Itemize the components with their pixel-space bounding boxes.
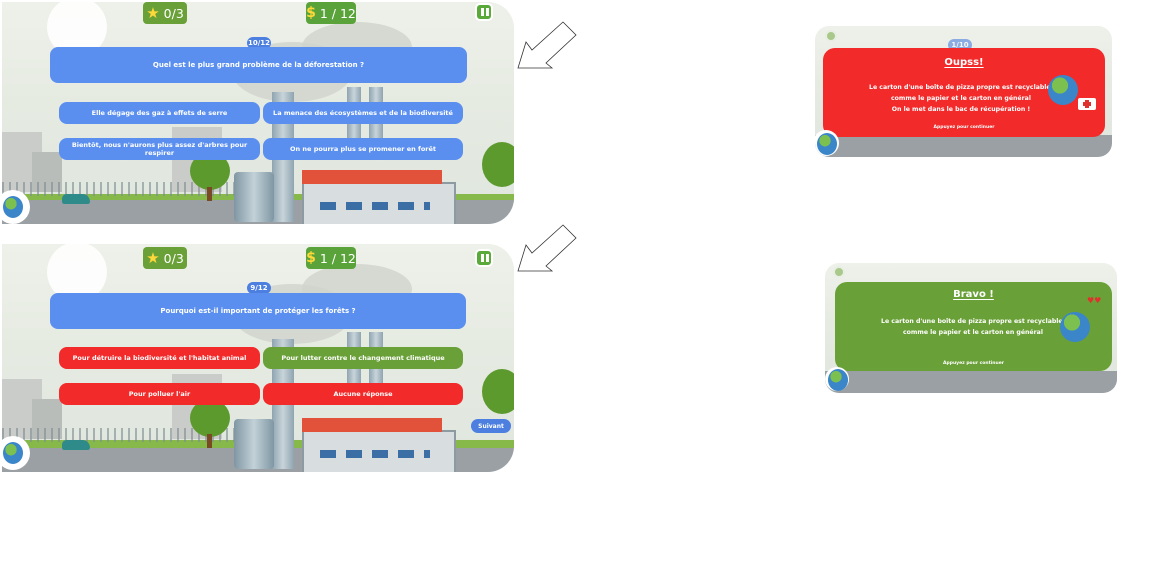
- modal-line-1: Le carton d'une boîte de pizza propre es…: [869, 84, 1053, 91]
- arrow-icon: [517, 21, 577, 69]
- car-decoration: [62, 440, 90, 450]
- factory-tank: [234, 419, 274, 469]
- stars-counter: ★ 0/3: [143, 247, 187, 269]
- answer-button-4[interactable]: On ne pourra plus se promener en forêt: [263, 138, 463, 160]
- pause-button[interactable]: [475, 249, 493, 267]
- settings-icon[interactable]: [825, 30, 837, 42]
- modal-line-3: On le met dans le bac de récupération !: [891, 106, 1031, 113]
- continue-hint: Appuyez pour continuer: [943, 361, 1004, 366]
- answer-button-4[interactable]: Aucune réponse: [263, 383, 463, 405]
- modal-title: Bravo !: [953, 289, 994, 300]
- oops-modal[interactable]: Oupss! Le carton d'une boîte de pizza pr…: [823, 48, 1105, 137]
- earth-mascot-icon[interactable]: [2, 190, 30, 224]
- star-icon: ★: [146, 4, 160, 22]
- factory-roof: [302, 418, 442, 432]
- stars-value: 0/3: [163, 250, 184, 266]
- answer-button-3[interactable]: Bientôt, nous n'aurons plus assez d'arbr…: [59, 138, 260, 160]
- factory-windows: [320, 450, 430, 458]
- tree-trunk: [207, 187, 212, 201]
- question-box: Quel est le plus grand problème de la dé…: [50, 47, 467, 83]
- fence-decoration: [2, 428, 242, 442]
- earth-mascot-icon: [1048, 75, 1078, 105]
- money-value: 1 / 12: [319, 250, 356, 266]
- tree-trunk: [207, 434, 212, 448]
- modal-title: Oupss!: [944, 57, 984, 68]
- sun-decoration: [47, 244, 107, 302]
- answer-button-3[interactable]: Pour polluer l'air: [59, 383, 260, 405]
- next-button[interactable]: Suivant: [471, 419, 511, 433]
- fence-decoration: [2, 182, 242, 196]
- modal-line-1: Le carton d'une boîte de pizza propre es…: [881, 318, 1065, 325]
- star-icon: ★: [146, 249, 160, 267]
- road: [825, 371, 1117, 393]
- tree-decoration: [190, 399, 230, 437]
- earth-mascot-icon: [1060, 312, 1090, 342]
- money-counter: $ 1 / 12: [306, 247, 356, 269]
- tree-decoration: [482, 142, 514, 187]
- oops-feedback-screen[interactable]: 1/10 Oupss! Le carton d'une boîte de piz…: [815, 26, 1112, 157]
- answer-button-1[interactable]: Elle dégage des gaz à effets de serre: [59, 102, 260, 124]
- money-value: 1 / 12: [319, 5, 356, 21]
- continue-hint: Appuyez pour continuer: [933, 125, 995, 130]
- stars-counter: ★ 0/3: [143, 2, 187, 24]
- answer-button-2[interactable]: Pour lutter contre le changement climati…: [263, 347, 463, 369]
- money-counter: $ 1 / 12: [306, 2, 356, 24]
- dollar-icon: $: [306, 5, 316, 21]
- earth-mascot-icon[interactable]: [825, 367, 849, 391]
- pause-button[interactable]: [475, 3, 493, 21]
- question-counter: 9/12: [247, 282, 271, 294]
- dollar-icon: $: [306, 250, 316, 266]
- first-aid-kit-icon: [1078, 98, 1096, 110]
- car-decoration: [62, 194, 90, 204]
- question-box: Pourquoi est-il important de protéger le…: [50, 293, 466, 329]
- answer-button-1[interactable]: Pour détruire la biodiversité et l'habit…: [59, 347, 260, 369]
- earth-mascot-icon[interactable]: [815, 130, 839, 156]
- tree-decoration: [482, 369, 514, 414]
- factory-tank: [234, 172, 274, 222]
- factory-roof: [302, 170, 442, 184]
- question-counter: 10/12: [247, 37, 271, 49]
- quiz-screen-1: ★ 0/3 $ 1 / 12 10/12 Quel est le plus gr…: [2, 2, 514, 224]
- settings-icon[interactable]: [833, 266, 845, 278]
- stars-value: 0/3: [163, 5, 184, 21]
- bravo-feedback-screen[interactable]: Bravo ! Le carton d'une boîte de pizza p…: [825, 263, 1117, 393]
- factory-windows: [320, 202, 430, 210]
- quiz-screen-2: ★ 0/3 $ 1 / 12 9/12 Pourquoi est-il impo…: [2, 244, 514, 472]
- earth-mascot-icon[interactable]: [2, 436, 30, 470]
- modal-line-2: comme le papier et le carton en général: [891, 95, 1031, 102]
- answer-button-2[interactable]: La menace des écosystèmes et de la biodi…: [263, 102, 463, 124]
- hearts-icon: ♥♥: [1087, 296, 1102, 305]
- modal-line-2: comme le papier et le carton en général: [903, 329, 1043, 336]
- arrow-icon: [517, 224, 577, 272]
- road: [815, 135, 1112, 157]
- bravo-modal[interactable]: Bravo ! Le carton d'une boîte de pizza p…: [835, 282, 1112, 371]
